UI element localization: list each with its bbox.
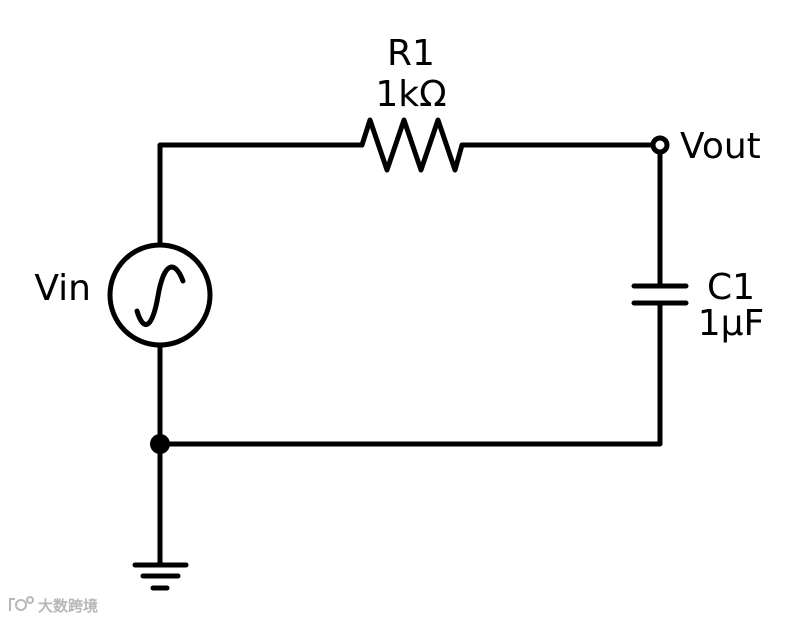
- source-label: Vin: [34, 268, 91, 309]
- watermark-logo-icon: [9, 596, 34, 611]
- resistor-value-label: 1kΩ: [375, 74, 446, 115]
- junction-dot: [150, 434, 170, 454]
- resistor-ref-label: R1: [387, 33, 435, 74]
- wire-top-left: [157, 142, 365, 248]
- capacitor-ref-label: C1: [707, 267, 755, 308]
- voltage-source-vin: [107, 242, 213, 348]
- capacitor-c1-symbol: [631, 283, 689, 306]
- watermark-text: 大数跨境: [38, 597, 98, 615]
- output-label: Vout: [680, 126, 761, 167]
- resistor-r1-symbol: [359, 117, 465, 173]
- capacitor-value-label: 1μF: [698, 303, 765, 344]
- ground-icon: [132, 562, 189, 591]
- sine-wave-icon: [134, 264, 186, 327]
- watermark: 大数跨境: [9, 596, 98, 615]
- wire-right-lower: [157, 300, 663, 447]
